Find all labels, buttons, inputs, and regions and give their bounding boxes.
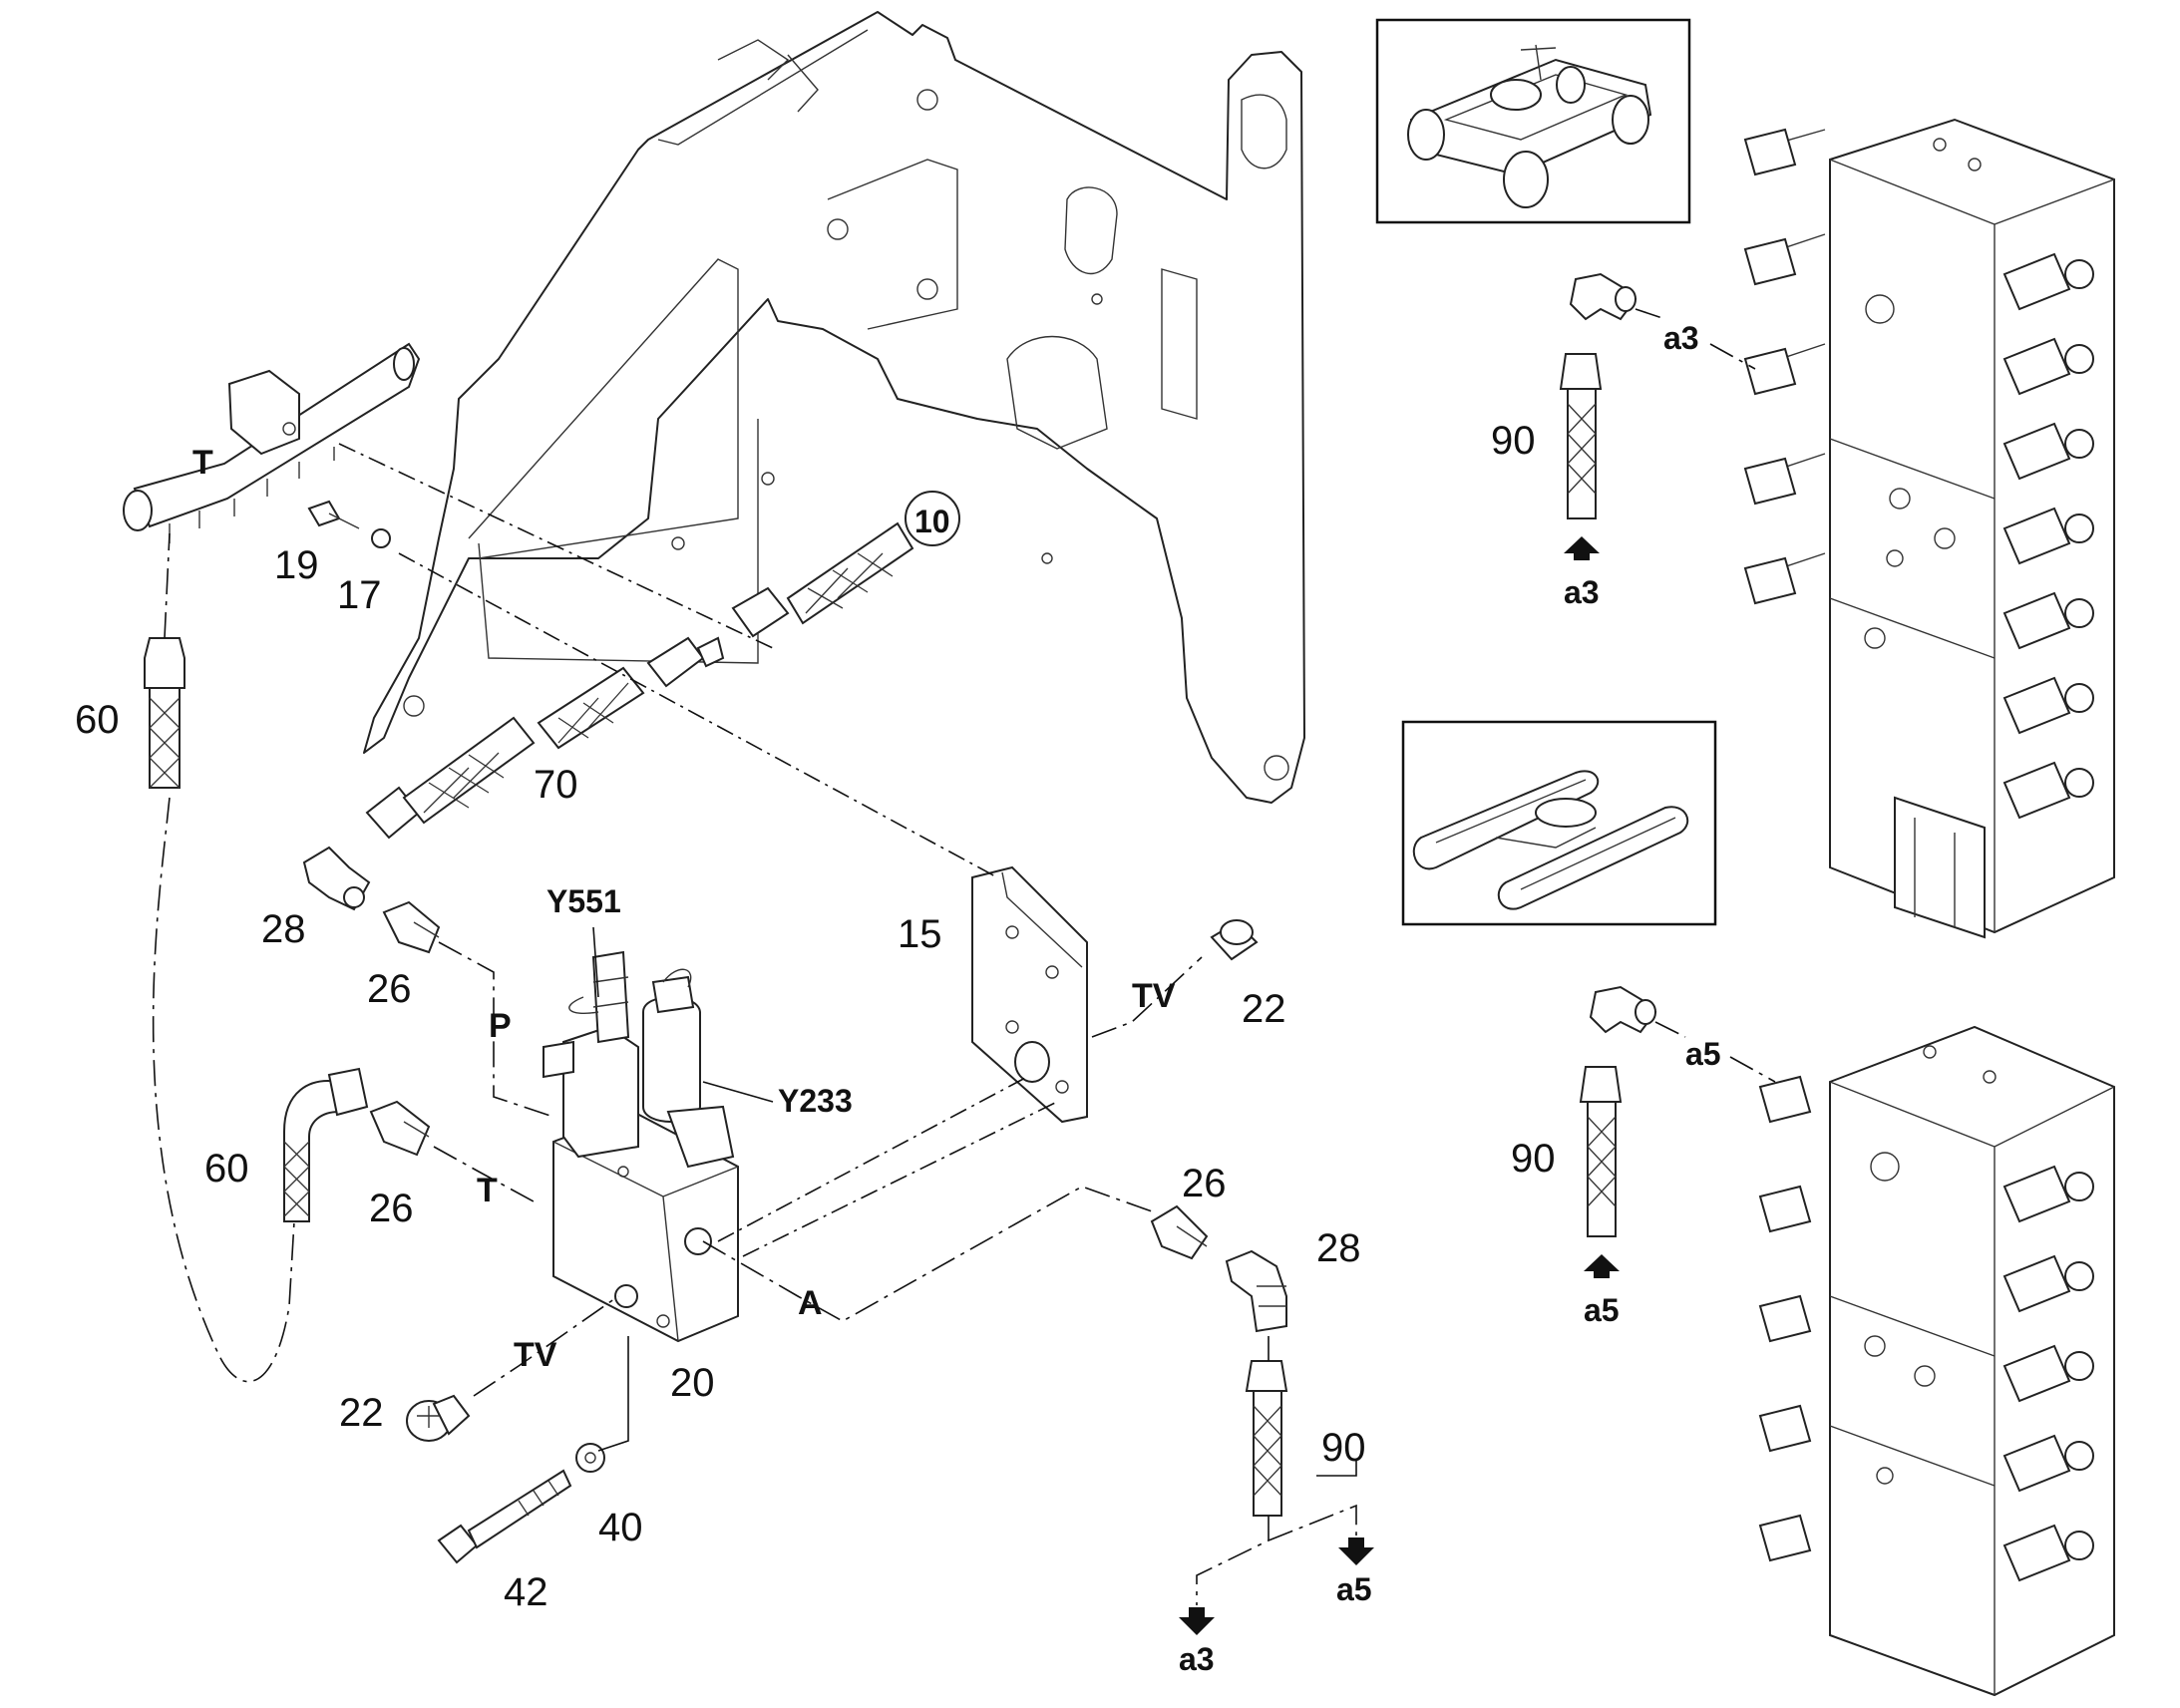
label-28-right: 28 [1316,1226,1361,1270]
label-42: 42 [504,1570,548,1614]
adapter-26-mid [369,1100,431,1157]
hose-60-top [144,637,185,789]
washer-40 [575,1443,605,1473]
leader-TV-plate [1091,956,1203,1038]
bolt-42 [437,1469,572,1564]
ref-a5-bottom: a5 [1336,1571,1372,1607]
valve-port-A: A [798,1284,823,1322]
adapter-26-right [1150,1204,1209,1260]
label-10: 10 [914,504,950,539]
hose-90-lower [1579,1066,1623,1237]
arrow-up-icon-a3 [1564,536,1600,560]
leader-40 [597,1336,629,1452]
hose-10 [731,521,914,638]
elbow-fitting-a3 [1569,272,1637,321]
return-manifold: T [123,342,421,543]
label-22-left: 22 [339,1391,384,1435]
label-90-bottom: 90 [1321,1426,1366,1470]
label-28-left: 28 [261,907,306,951]
label-20: 20 [670,1361,715,1405]
leader-manifold-bracket [338,443,774,649]
leader-a5-lower [1654,1021,1776,1083]
leader-60-manifold [164,532,171,639]
ref-a5-lower-label: a5 [1685,1036,1721,1072]
leader-A [702,1186,1153,1322]
tracked-undercarriage-inset: tracked-undercarriage-icon [1401,720,1717,926]
leader-TV-valve [473,1295,619,1397]
washer-17 [371,528,391,548]
control-valve-stack-lower [1758,1025,2115,1697]
plug-22-right [1210,919,1259,961]
leader-y233 [702,1081,774,1103]
callout-10-circle [905,491,960,546]
adapter-26-top [382,900,441,954]
ref-a5-lower-arrow: a5 [1584,1292,1620,1328]
ref-a3-bottom: a3 [1179,1641,1215,1677]
label-26-mid: 26 [369,1187,414,1230]
mounting-bracket [363,11,1305,804]
ref-a3-upper-arrow: a3 [1564,574,1600,610]
manifold-port-T: T [192,444,213,482]
leader-a3-upper [1635,308,1756,370]
leader-T-valve [433,1146,535,1202]
hose-70 [365,636,725,840]
elbow-fitting-a5 [1589,985,1657,1034]
ref-a3-upper-label: a3 [1663,320,1699,356]
mounting-plate-15 [971,865,1088,1124]
solenoid-valve-block [543,950,739,1343]
hose-90-bottom [1245,1360,1288,1517]
leader-90-split [1196,1336,1357,1605]
label-40: 40 [598,1506,643,1549]
leader-y551 [592,926,599,998]
elbow-28-left [302,846,371,911]
label-90-upper: 90 [1491,419,1536,463]
label-15: 15 [898,912,942,956]
leader-15-bracket [398,552,998,878]
leader-valve-plate-a [717,1076,1028,1242]
valve-port-P: P [489,1007,512,1045]
leader-valve-plate-b [742,1101,1058,1257]
label-17: 17 [337,573,382,617]
arrow-down-icon-a5 [1338,1537,1374,1565]
label-26-top: 26 [367,967,412,1011]
solenoid-y233-label: Y233 [778,1083,853,1119]
leader-90-bottom [1316,1461,1357,1477]
label-19: 19 [274,543,319,587]
bolt-19 [307,500,360,529]
plug-22-left [406,1394,471,1442]
arrow-down-icon-a3 [1179,1607,1215,1635]
elbow-28-right [1225,1249,1287,1333]
arrow-up-icon-a5 [1584,1254,1620,1278]
wheeled-machine-inset: wheeled-machine-icon [1375,18,1691,224]
leader-60 [152,797,295,1383]
label-90-lower: 90 [1511,1137,1556,1181]
hose-60-elbow [283,1067,369,1222]
plate-port-TV: TV [1132,977,1176,1015]
label-60-top: 60 [75,698,120,742]
valve-port-TV: TV [514,1336,557,1374]
hose-90-upper [1559,353,1603,519]
control-valve-stack-upper [1743,118,2115,939]
label-22-right: 22 [1242,987,1286,1031]
solenoid-y551-label: Y551 [546,883,621,919]
label-60-bottom: 60 [204,1147,249,1191]
label-70: 70 [534,763,578,807]
valve-port-T: T [477,1172,498,1209]
label-26-right: 26 [1182,1162,1227,1205]
